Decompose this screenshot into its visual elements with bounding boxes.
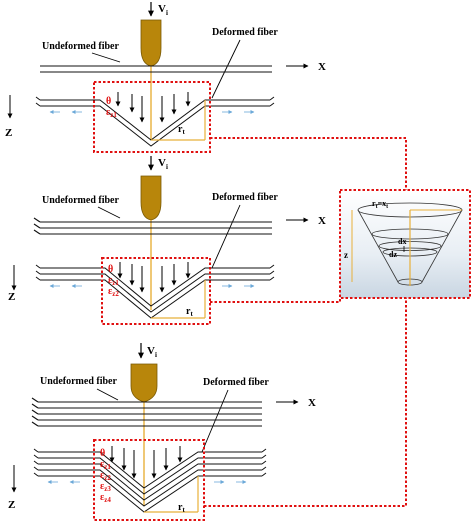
panel-3: Vi Undeformed fiber Deformed fiber X Z xyxy=(8,343,316,521)
undeformed-fiber-label: Undeformed fiber xyxy=(42,195,119,206)
load-arrows xyxy=(115,92,191,123)
undeformed-pointer xyxy=(91,52,121,63)
z-axis-label: Z xyxy=(8,499,15,511)
strain-label-z1: εz1 xyxy=(108,275,119,287)
detail-box xyxy=(93,439,205,521)
projectile xyxy=(140,175,162,221)
undeformed-fiber xyxy=(31,397,262,427)
strain-label-z3: εz3 xyxy=(100,481,111,493)
z-axis-label: Z xyxy=(5,127,12,139)
strain-label-z1: εz1 xyxy=(100,459,111,471)
strain-label-z4: εz4 xyxy=(100,492,111,504)
z-axis-label: Z xyxy=(8,291,15,303)
x-axis-label: X xyxy=(318,61,326,73)
radius-label: rt xyxy=(178,124,185,136)
undeformed-fiber-label: Undeformed fiber xyxy=(42,41,119,52)
deformed-fiber-label: Deformed fiber xyxy=(212,27,278,38)
cone-panel xyxy=(339,189,471,299)
dx-label: dx xyxy=(398,237,406,246)
theta-label: θ xyxy=(100,448,105,459)
load-arrows xyxy=(109,446,183,479)
detail-box xyxy=(101,257,211,325)
strain-label-z2: εz2 xyxy=(100,470,111,482)
detail-box xyxy=(93,81,211,153)
velocity-label: Vi xyxy=(147,345,157,359)
deformed-pointer xyxy=(211,204,241,269)
cone-inset: rt=xt dx dz z xyxy=(339,189,471,299)
projectile xyxy=(130,363,158,403)
panel-2: Vi Undeformed fiber Deformed fiber X Z xyxy=(8,156,326,325)
strain-label-z1: εz1 xyxy=(106,107,117,119)
load-arrows xyxy=(117,262,191,293)
radius-label: rt xyxy=(186,306,193,318)
velocity-label: Vi xyxy=(158,157,168,171)
cone-top-label: rt=xt xyxy=(372,199,388,210)
deformed-fiber xyxy=(35,264,275,319)
undeformed-pointer xyxy=(97,206,121,219)
panel-1: Vi Undeformed fiber Deformed fiber X Z xyxy=(5,2,326,153)
radius-label: rt xyxy=(178,502,185,514)
undeformed-fiber xyxy=(33,217,272,235)
deformed-fiber-label: Deformed fiber xyxy=(203,377,269,388)
strain-label-z2: εz2 xyxy=(108,286,119,298)
undeformed-fiber-label: Undeformed fiber xyxy=(40,376,117,387)
deformed-pointer xyxy=(211,39,241,99)
dz-label: dz xyxy=(389,250,397,259)
deformed-fiber-label: Deformed fiber xyxy=(212,192,278,203)
projectile xyxy=(140,19,162,67)
x-axis-label: X xyxy=(318,215,326,227)
deformed-fiber xyxy=(33,448,267,513)
cone-z-label: z xyxy=(344,250,348,260)
theta-label: θ xyxy=(106,96,111,107)
theta-label: θ xyxy=(108,264,113,275)
velocity-label: Vi xyxy=(158,3,168,17)
deformed-pointer xyxy=(201,389,229,453)
undeformed-pointer xyxy=(96,388,119,401)
x-axis-label: X xyxy=(308,397,316,409)
connector-lines xyxy=(204,137,407,507)
